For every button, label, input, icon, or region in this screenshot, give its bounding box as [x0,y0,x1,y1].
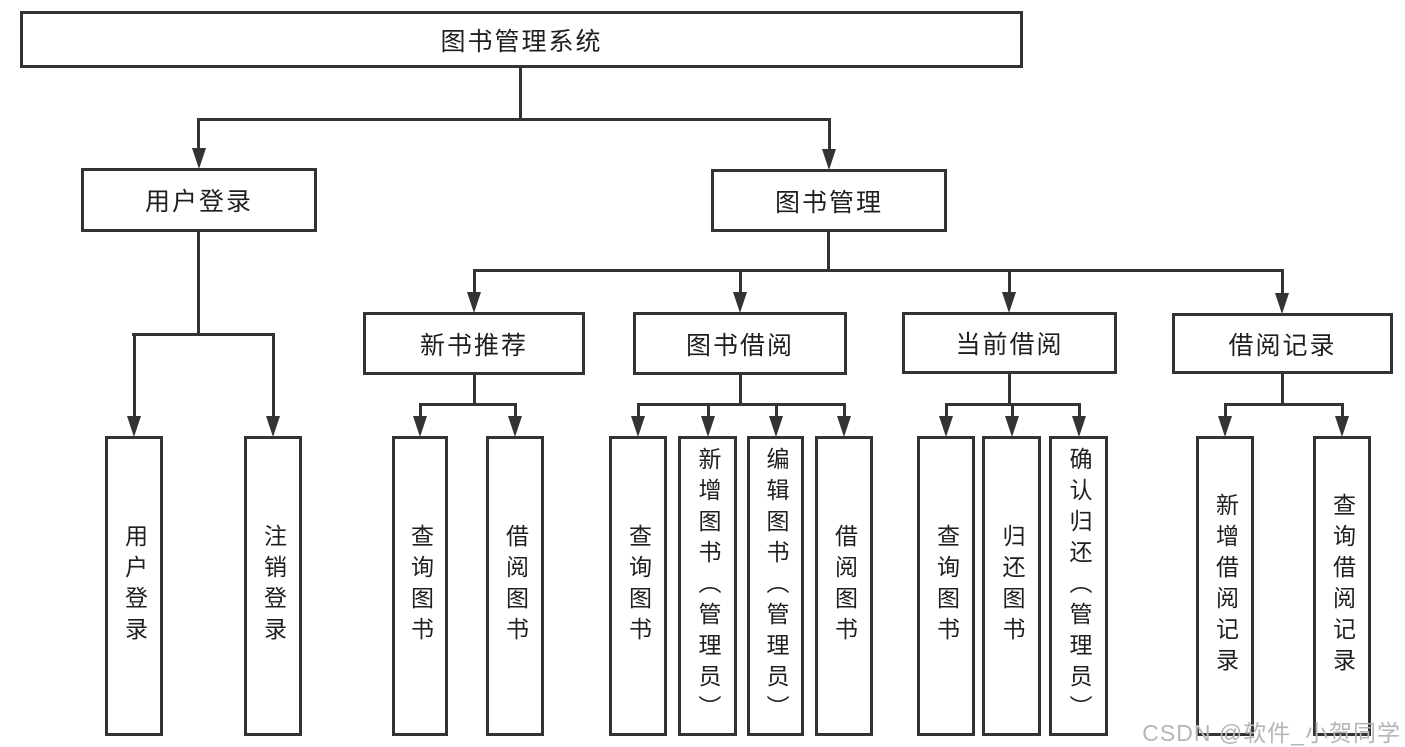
node-borrow-record: 借阅记录 [1172,313,1393,374]
node-new-book-recommend: 新书推荐 [363,312,585,375]
arrow-down-icon [1275,293,1289,314]
connector-line [419,405,422,418]
leaf-newbook-query-books: 查询图书 [392,436,448,736]
connector-line [272,335,275,417]
connector-line [637,405,640,418]
arrow-down-icon [1002,292,1016,313]
arrow-down-icon [631,416,645,437]
connector-line [514,405,517,418]
connector-line [945,405,948,418]
connector-line [473,269,1284,272]
leaf-current-confirm-return-admin: 确认归还（管理员） [1049,436,1108,736]
leaf-logout-login: 注销登录 [244,436,302,736]
arrow-down-icon [127,416,141,437]
connector-line [132,333,275,336]
connector-line [519,68,522,120]
leaf-record-query: 查询借阅记录 [1313,436,1371,736]
connector-line [473,271,476,293]
connector-line [827,232,830,272]
connector-line [637,403,846,406]
node-root: 图书管理系统 [20,11,1023,68]
leaf-user-login: 用户登录 [105,436,163,736]
connector-line [197,232,200,335]
arrow-down-icon [192,148,206,169]
connector-line [843,405,846,418]
leaf-borrow-borrow-books: 借阅图书 [815,436,873,736]
connector-line [1224,405,1227,418]
node-user-login: 用户登录 [81,168,317,232]
arrow-down-icon [1005,416,1019,437]
leaf-borrow-edit-books-admin: 编辑图书（管理员） [747,436,804,736]
leaf-newbook-borrow-books: 借阅图书 [486,436,544,736]
arrow-down-icon [822,149,836,170]
connector-line [1224,403,1344,406]
leaf-borrow-add-books-admin: 新增图书（管理员） [678,436,737,736]
connector-line [739,375,742,406]
arrow-down-icon [266,416,280,437]
connector-line [1078,405,1081,418]
connector-line [707,405,710,418]
leaf-current-return-books: 归还图书 [982,436,1041,736]
arrow-down-icon [837,416,851,437]
leaf-borrow-query-books: 查询图书 [609,436,667,736]
connector-line [1008,271,1011,293]
arrow-down-icon [701,416,715,437]
leaf-record-add: 新增借阅记录 [1196,436,1254,736]
connector-line [197,120,200,150]
connector-line [197,118,831,121]
connector-line [133,335,136,417]
csdn-watermark: CSDN @软件_小贺同学 [1142,720,1401,746]
connector-line [945,403,1081,406]
connector-line [419,403,517,406]
connector-line [1281,374,1284,406]
node-book-management: 图书管理 [711,169,947,232]
connector-line [739,271,742,293]
arrow-down-icon [508,416,522,437]
connector-line [775,405,778,418]
arrow-down-icon [769,416,783,437]
arrow-down-icon [1218,416,1232,437]
arrow-down-icon [939,416,953,437]
connector-line [1011,405,1014,418]
node-current-borrow: 当前借阅 [902,312,1117,374]
connector-line [828,120,831,151]
arrow-down-icon [1072,416,1086,437]
leaf-current-query-books: 查询图书 [917,436,975,736]
arrow-down-icon [1335,416,1349,437]
connector-line [1341,405,1344,418]
connector-line [1281,271,1284,294]
arrow-down-icon [733,292,747,313]
connector-line [1008,374,1011,406]
arrow-down-icon [413,416,427,437]
node-book-borrow: 图书借阅 [633,312,847,375]
connector-line [473,375,476,406]
arrow-down-icon [467,292,481,313]
